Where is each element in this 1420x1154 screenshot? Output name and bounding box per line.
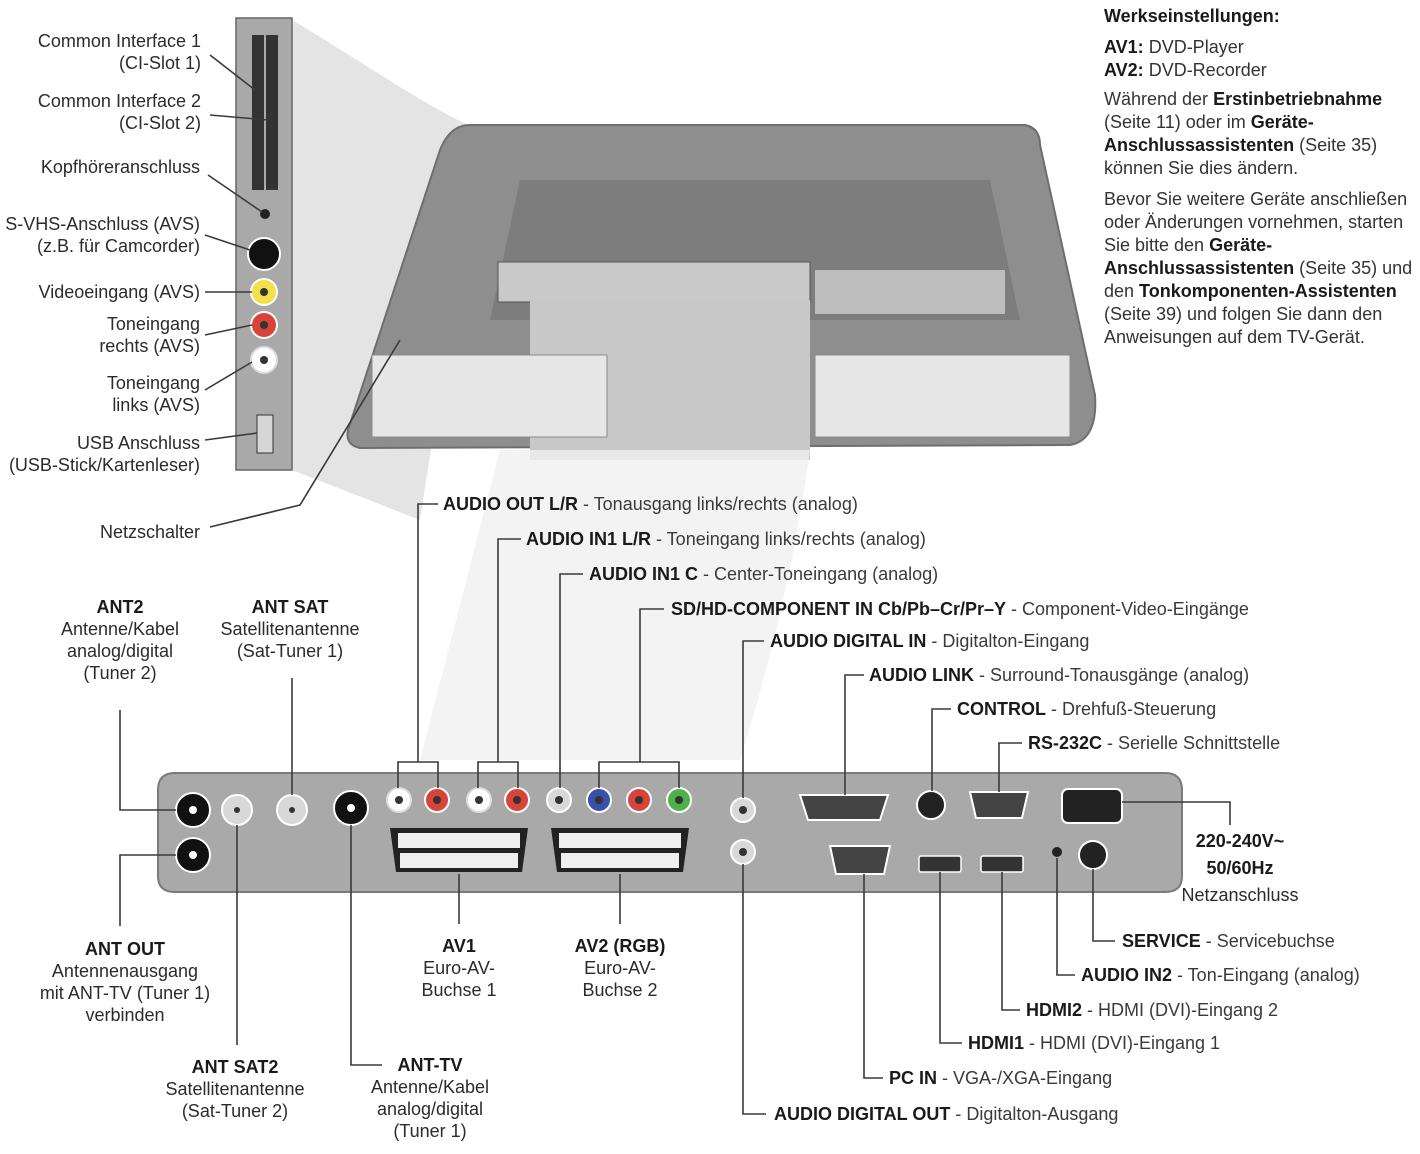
audio-link-port	[798, 794, 890, 821]
label-video-in: Videoeingang (AVS)	[38, 282, 200, 302]
ci-slot-1	[252, 35, 264, 190]
notes-heading: Werkseinstellungen:	[1104, 6, 1280, 26]
tv-vent-grille	[815, 270, 1005, 314]
side-leader-lines	[204, 54, 401, 528]
callout-audio-link: AUDIO LINK - Surround-Tonausgänge (analo…	[869, 665, 1250, 685]
para1-segment: Während der	[1104, 89, 1214, 109]
notes-paragraph-1: Während der Erstinbetriebnahme (Seite 11…	[1104, 88, 1416, 180]
para2-segment: Tonkomponenten-Assistenten	[1139, 281, 1397, 301]
scart-av2	[551, 828, 689, 872]
para2-segment: (Seite 39) und folgen Sie dann den Anwei…	[1104, 304, 1383, 347]
callout-control: CONTROL - Drehfuß-Steuerung	[957, 699, 1217, 719]
callout-component: SD/HD-COMPONENT IN Cb/Pb–Cr/Pr–Y - Compo…	[671, 599, 1249, 619]
callout-digital-in: AUDIO DIGITAL IN - Digitalton-Eingang	[770, 631, 1090, 651]
callout-service: SERVICE - Servicebuchse	[1122, 931, 1335, 951]
label-ci1: Common Interface 1(CI-Slot 1)	[37, 31, 201, 73]
service-port	[1078, 840, 1108, 870]
tv-grille-left	[371, 354, 608, 438]
rear-connector-panel	[157, 772, 1183, 893]
callout-audio-out: AUDIO OUT L/R - Tonausgang links/rechts …	[443, 494, 858, 514]
label-headphone: Kopfhöreranschluss	[40, 157, 200, 177]
hdmi1-port	[918, 855, 962, 873]
panel-leader-lines	[119, 503, 1231, 1115]
callout-rs232: RS-232C - Serielle Schnittstelle	[1028, 733, 1281, 753]
tv-grille-right	[814, 354, 1071, 438]
pc-in-port	[828, 845, 892, 875]
label-usb: USB Anschluss(USB-Stick/Kartenleser)	[8, 433, 200, 475]
callout-hdmi1: HDMI1 - HDMI (DVI)-Eingang 1	[968, 1033, 1221, 1053]
audio-in2-jack	[1052, 847, 1062, 857]
hdmi2-port	[980, 855, 1024, 873]
tv-connector-strip	[497, 261, 811, 303]
control-port	[916, 790, 946, 820]
para1-segment: Geräte-Anschlussassistenten	[1104, 112, 1314, 155]
zoom-wedge-bottom	[420, 450, 810, 760]
scart-av1	[390, 828, 528, 872]
para2-segment: Geräte-Anschlussassistenten	[1104, 235, 1295, 278]
rs232-port	[968, 791, 1030, 819]
notes-defaults: AV1: DVD-Player AV2: DVD-Recorder	[1104, 37, 1267, 80]
callout-hdmi2: HDMI2 - HDMI (DVI)-Eingang 2	[1026, 1000, 1279, 1020]
svhs-jack	[247, 237, 281, 271]
tv-illustration	[292, 20, 1097, 760]
para2-segment: Bevor Sie weitere Geräte anschließen ode…	[1104, 189, 1408, 255]
label-ci2: Common Interface 2(CI-Slot 2)	[37, 91, 201, 133]
para1-segment: Erstinbetriebnahme	[1213, 89, 1383, 109]
callout-digital-out: AUDIO DIGITAL OUT - Digitalton-Ausgang	[774, 1104, 1119, 1124]
headphone-jack	[260, 209, 270, 219]
callout-pc-in: PC IN - VGA-/XGA-Eingang	[889, 1068, 1113, 1088]
label-svhs: S-VHS-Anschluss (AVS)(z.B. für Camcorder…	[5, 214, 200, 256]
para1-segment: (Seite 11) oder im	[1104, 112, 1251, 132]
block-av2: AV2 (RGB)Euro-AV-Buchse 2	[574, 936, 666, 1000]
notes-block: Werkseinstellungen: AV1: DVD-Player AV2:…	[1104, 5, 1416, 357]
usb-port	[256, 414, 274, 454]
callout-audio-in2: AUDIO IN2 - Ton-Eingang (analog)	[1081, 965, 1360, 985]
side-panel	[235, 17, 293, 471]
power-socket	[1061, 788, 1123, 824]
ci-slot-2	[266, 35, 278, 190]
notes-paragraph-2: Bevor Sie weitere Geräte anschließen ode…	[1104, 188, 1416, 349]
para2-segment: (Seite 35) und den	[1104, 258, 1413, 301]
para1-segment: (Seite 35) können Sie dies ändern.	[1104, 135, 1378, 178]
label-power-switch: Netzschalter	[99, 522, 200, 542]
callout-audio-in1c: AUDIO IN1 C - Center-Toneingang (analog)	[589, 564, 939, 584]
rca-row	[386, 787, 756, 865]
callout-audio-in1: AUDIO IN1 L/R - Toneingang links/rechts …	[526, 529, 926, 549]
